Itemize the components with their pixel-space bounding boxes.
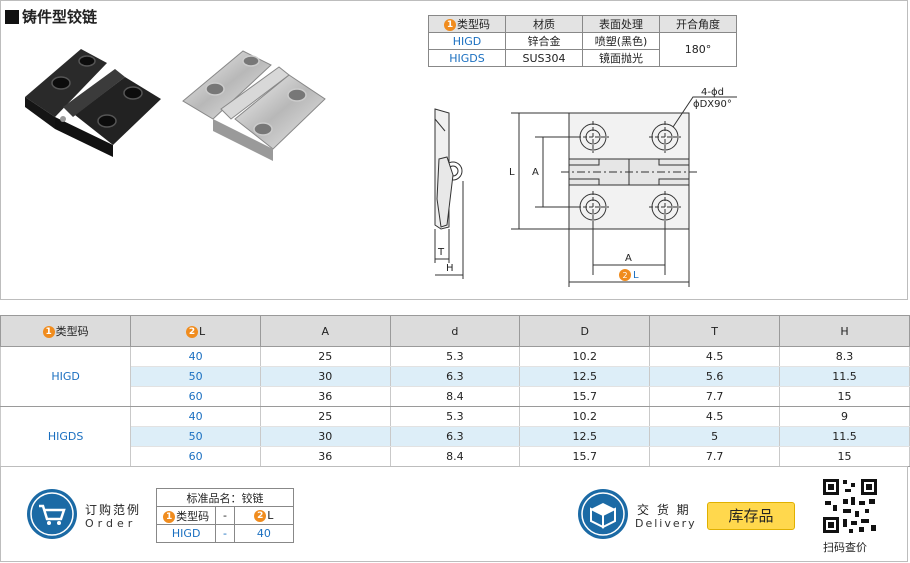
order-L-value: 40 [233,524,295,543]
order-label-cn: 订购范例 [85,503,142,517]
dim-A-label: A [532,167,539,178]
material-row-material: 锌合金 [505,32,583,50]
title-square-icon [5,9,19,24]
table-row: 50 30 6.3 12.5 5.6 11.5 [1,366,910,387]
order-label-en: Order [85,517,137,530]
table-row: HIGD 40 25 5.3 10.2 4.5 8.3 [0,346,910,407]
header-finish: 表面处理 [582,15,660,33]
page-title: 铸件型铰链 [5,6,97,27]
qr-caption: 扫码查价 [823,541,867,554]
table-row: 60 36 8.4 15.7 7.7 15 [1,386,910,407]
table-row: HIGDS 40 25 5.3 10.2 4.5 9 [0,406,910,467]
countersink-label: ϕDX90° [693,99,732,110]
dim-L-bottom-label: L [633,270,639,281]
side-view [434,108,464,279]
technical-drawing: 4-ϕd ϕDX90° L A T H A 2 L [434,87,737,287]
dim-A-bottom-label: A [625,253,632,264]
table-row: 50 30 6.3 12.5 5 11.5 [1,426,910,447]
model-cell: HIGDS [0,406,132,467]
header-material: 材质 [505,15,583,33]
shopping-cart-icon [27,489,77,539]
material-row-finish: 喷塑(黑色) [582,32,660,50]
material-row-code: HIGDS [428,49,506,67]
header-d: d [389,315,521,347]
hole-label: 4-ϕd [701,87,724,98]
standard-name: 标准品名：铰链 [156,488,294,507]
material-row-finish: 镜面抛光 [582,49,660,67]
black-hinge-image [25,49,161,157]
dim-H-label: H [446,263,454,274]
delivery-box-icon [578,489,628,539]
table-row: 60 36 8.4 15.7 7.7 15 [1,446,910,467]
silver-hinge-image [182,50,326,161]
badge-2: 2 [622,271,627,280]
material-row-material: SUS304 [505,49,583,67]
in-stock-badge: 库存品 [707,502,795,530]
header-A: A [259,315,391,347]
header-D: D [519,315,651,347]
material-row-code: HIGD [428,32,506,50]
delivery-label-en: Delivery [635,517,697,530]
delivery-label-cn: 交 货 期 [637,503,691,517]
dim-T-label: T [437,247,445,258]
header-angle: 开合角度 [659,15,737,33]
qr-code-icon [821,477,879,535]
header-H: H [779,315,910,347]
angle-value: 180° [659,32,737,67]
front-view [511,96,737,287]
model-cell: HIGD [0,346,132,407]
order-code-value: HIGD [155,524,217,543]
header-T: T [649,315,780,347]
dim-L-label: L [509,167,515,178]
